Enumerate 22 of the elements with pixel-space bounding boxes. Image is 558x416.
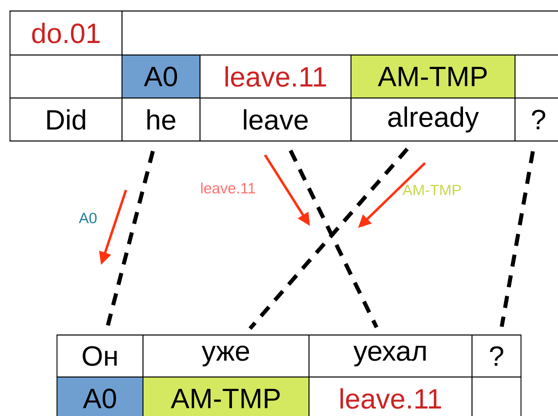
table-cell: ? [514, 98, 558, 142]
table-cell: he [122, 98, 200, 142]
table-cell: A0 [56, 376, 144, 416]
table-cell: already [350, 98, 516, 142]
table-cell: уже [142, 334, 310, 378]
alignment-line [288, 150, 378, 328]
table-cell: do.01 [10, 10, 122, 56]
table-cell: leave.11 [200, 54, 352, 98]
arrow-label: leave.11 [201, 182, 256, 194]
table-cell: уехал [308, 334, 472, 378]
table-cell: leave [200, 98, 352, 142]
alignment-line [248, 148, 409, 330]
table-cell: Did [10, 98, 122, 142]
arrow-label: AM-TMP [402, 184, 461, 196]
table-cell: ? [472, 334, 522, 378]
arrow-label: A0 [78, 212, 97, 224]
table-cell: AM-TMP [350, 54, 516, 98]
alignment-line [106, 150, 155, 328]
table-cell: AM-TMP [142, 376, 310, 416]
table-cell: A0 [122, 54, 200, 98]
table-cell: leave.11 [308, 376, 472, 416]
alignment-line [500, 150, 535, 328]
